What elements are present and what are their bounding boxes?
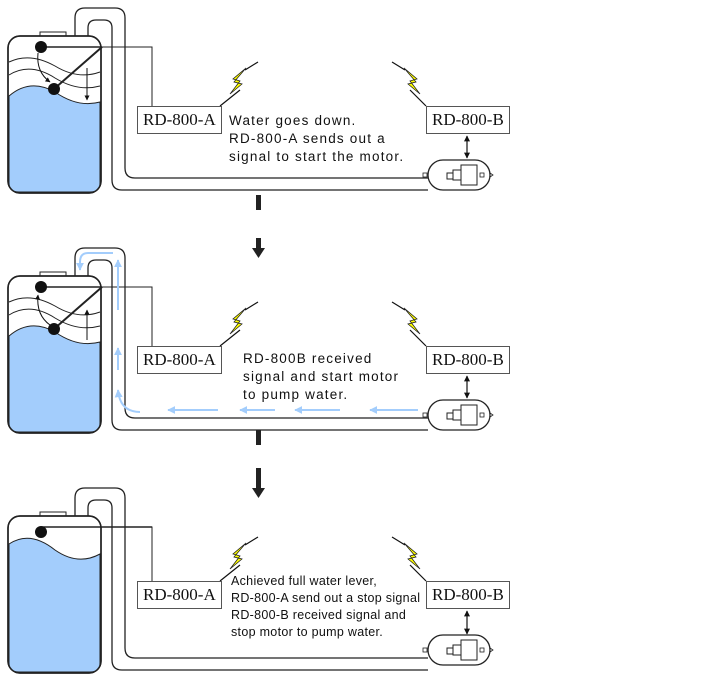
antenna-tip-b (391, 301, 406, 311)
down-arrow-icon (252, 488, 265, 498)
pump-nozzle (489, 647, 494, 653)
antenna-tip-b (391, 61, 406, 71)
pipe-inner-wall (87, 259, 428, 431)
lightning-bolt-a-icon (229, 542, 247, 570)
transmitter-label-box: RD-800-A (137, 106, 222, 134)
antenna-line-a (219, 564, 241, 582)
pump-inlet-port (422, 647, 428, 653)
lightning-bolt-b-icon (403, 542, 421, 570)
pump-outlet-port (479, 172, 485, 178)
antenna-tip-a (244, 61, 259, 71)
stage-description: RD-800B received signal and start motor … (243, 351, 400, 402)
pump-nozzle (489, 172, 494, 178)
pump-inlet-port (422, 412, 428, 418)
lightning-bolt-a-icon (229, 67, 247, 95)
pipe-outer-wall (74, 247, 428, 419)
transition-dash (256, 195, 261, 210)
sensor-wire (102, 526, 153, 581)
antenna-line-b (409, 329, 427, 347)
stage-description: Water goes down. RD-800-A sends out a si… (229, 113, 405, 164)
stage-pumping: RD-800-A RD-800-B RD-800B received signa… (0, 240, 722, 440)
receiver-label-box: RD-800-B (426, 346, 510, 374)
tank-outline (7, 35, 102, 194)
transition-shaft (256, 468, 261, 488)
pump-nozzle (489, 412, 494, 418)
float-down-arrow-icon (37, 52, 51, 83)
transition-0 (252, 195, 265, 258)
antenna-line-a (219, 329, 241, 347)
transmitter-label-box: RD-800-A (137, 581, 222, 609)
receiver-label-box: RD-800-B (426, 106, 510, 134)
down-arrow-icon (252, 248, 265, 258)
transmitter-label-box: RD-800-A (137, 346, 222, 374)
float-upper-icon (35, 526, 47, 538)
pipe-outer-wall (74, 7, 428, 179)
flow-arrow-icon (76, 252, 113, 271)
float-upper-icon (35, 41, 47, 53)
float-lower-icon (48, 83, 60, 95)
pump-outlet-port (479, 412, 485, 418)
antenna-tip-b (391, 536, 406, 546)
tank-outline (7, 275, 102, 434)
pipe-outer-wall (74, 487, 428, 659)
stage-water-low: RD-800-A RD-800-B Water goes down. RD-80… (0, 0, 722, 200)
transition-shaft (256, 238, 261, 248)
stage-graphic-water-low (7, 7, 494, 194)
motor-coupling-icon (446, 412, 454, 420)
float-lower-icon (48, 323, 60, 335)
flow-arrow-icon (114, 389, 141, 413)
antenna-tip-a (244, 536, 259, 546)
motor-coupling-icon (446, 172, 454, 180)
pump-outlet-port (479, 647, 485, 653)
lightning-bolt-a-icon (229, 307, 247, 335)
sensor-wire (102, 46, 153, 106)
antenna-line-b (409, 89, 427, 107)
lightning-bolt-b-icon (403, 67, 421, 95)
motor-coupling-icon (446, 647, 454, 655)
transition-dash (256, 430, 261, 445)
pipe-inner-wall (87, 499, 428, 671)
antenna-tip-a (244, 301, 259, 311)
lightning-bolt-b-icon (403, 307, 421, 335)
pump-inlet-port (422, 172, 428, 178)
float-arm (53, 286, 103, 330)
receiver-label-box: RD-800-B (426, 581, 510, 609)
antenna-line-b (409, 564, 427, 582)
float-arm (53, 46, 103, 90)
stage-graphic-water-full (7, 487, 494, 674)
pipe-inner-wall (87, 19, 428, 191)
stage-graphic-pumping (7, 247, 494, 434)
tank-outline (7, 515, 102, 674)
transition-1 (252, 430, 265, 498)
float-up-arrow-icon (35, 294, 51, 326)
antenna-line-a (219, 89, 241, 107)
stage-description: Achieved full water lever, RD-800-A send… (231, 574, 421, 639)
float-upper-icon (35, 281, 47, 293)
stage-water-full: RD-800-A RD-800-B Achieved full water le… (0, 480, 722, 680)
